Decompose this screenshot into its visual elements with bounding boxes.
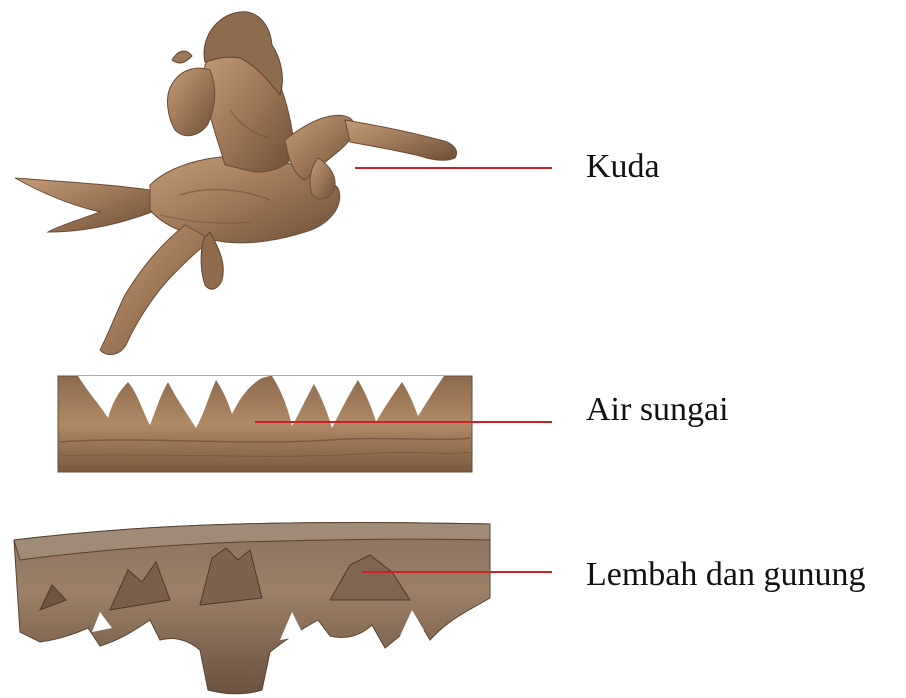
valley-mountain-carving — [14, 523, 490, 694]
label-valley-mountain: Lembah dan gunung — [586, 558, 866, 592]
river-carving — [58, 376, 472, 472]
label-horse: Kuda — [586, 150, 660, 184]
label-river: Air sungai — [586, 393, 729, 427]
horse-carving — [15, 12, 457, 355]
